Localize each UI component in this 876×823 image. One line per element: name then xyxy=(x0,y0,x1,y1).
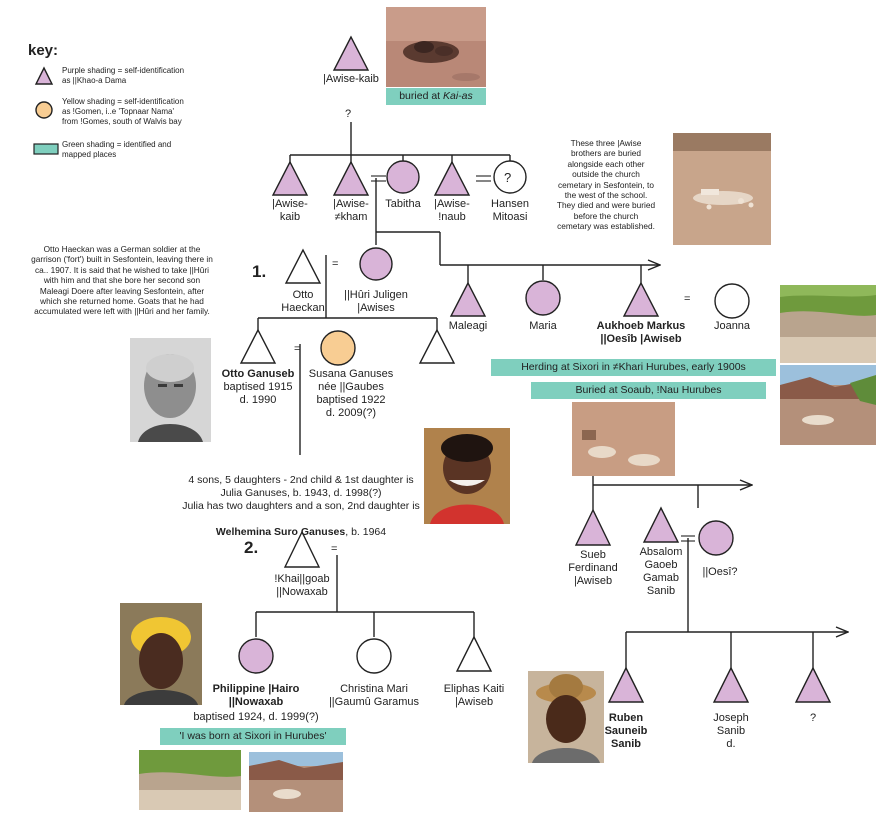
christina-symbol xyxy=(356,638,392,674)
awise-kaib-top-symbol xyxy=(332,35,370,71)
philippine-dates: baptised 1924, d. 1999(?) xyxy=(193,711,319,723)
christina-label: Christina Mari ||Gaumû Garamus xyxy=(328,683,420,708)
welhemina-name: Welhemina Suro Ganuses xyxy=(215,526,346,538)
joanna-label: Joanna xyxy=(713,320,751,332)
aukhoeb-joanna-marriage-mark: = xyxy=(684,293,691,305)
photo-sixori-born-2 xyxy=(249,752,343,812)
hansen-label: Hansen Mitoasi xyxy=(491,198,529,223)
otto-haeckan-symbol xyxy=(284,248,322,284)
generation-one-number: 1. xyxy=(252,262,267,281)
awise-kaib-top-label: |Awise-kaib xyxy=(323,73,379,85)
otto-susana-marriage-mark: = xyxy=(294,343,301,355)
maria-symbol xyxy=(525,280,561,316)
photo-sixori-valley-1 xyxy=(780,285,876,363)
philippine-name: Philippine |Hairo ||Nowaxab xyxy=(212,683,300,708)
otto-haeckan-label: Otto Haeckan xyxy=(281,289,325,314)
oesi-label: ||Oesî? xyxy=(702,566,738,578)
unnamed-son-symbol xyxy=(418,328,456,364)
eliphas-symbol xyxy=(455,635,493,672)
ruben-symbol xyxy=(607,666,645,703)
children-note: 4 sons, 5 daughters - 2nd child & 1st da… xyxy=(180,461,422,539)
tag-herding-sixori: Herding at Sixori in ≠Khari Hurubes, ear… xyxy=(491,359,776,376)
children-note-text: 4 sons, 5 daughters - 2nd child & 1st da… xyxy=(182,474,420,512)
generation-two-number: 2. xyxy=(244,538,259,557)
awise-kaib-symbol xyxy=(271,160,309,196)
photo-soaub-graves xyxy=(572,402,675,476)
photo-sixori-born-1 xyxy=(139,750,241,810)
key-yellow-label: Yellow shading = self-identification as … xyxy=(62,97,184,126)
haeckan-huri-marriage-mark: = xyxy=(332,258,339,270)
key-yellow-circle xyxy=(35,101,53,119)
key-title: key: xyxy=(28,42,59,59)
tag-buried-soaub: Buried at Soaub, !Nau Hurubes xyxy=(531,382,766,399)
key-purple-triangle xyxy=(34,66,54,85)
awise-naub-label: |Awise- !naub xyxy=(434,198,470,223)
tag-buried-kaias: buried at Kai-as xyxy=(386,88,486,105)
oesi-symbol xyxy=(698,520,734,556)
awise-kaib-label: |Awise- kaib xyxy=(272,198,308,223)
key-green-swatch xyxy=(33,143,59,155)
otto-ganuseb-symbol xyxy=(239,328,277,364)
joanna-symbol xyxy=(714,283,750,319)
absalom-label: Absalom Gaoeb Gamab Sanib xyxy=(639,546,683,597)
tabitha-label: Tabitha xyxy=(385,198,421,210)
welhemina-birth: , b. 1964 xyxy=(345,526,387,538)
unknown-child-label: ? xyxy=(809,712,817,724)
tabitha-symbol xyxy=(386,160,420,194)
photo-brothers-graves xyxy=(673,133,771,245)
eliphas-label: Eliphas Kaiti |Awiseb xyxy=(443,683,505,708)
key-purple-label: Purple shading = self-identification as … xyxy=(62,66,185,85)
maleagi-label: Maleagi xyxy=(448,320,488,332)
huri-label: ||Hûri Juligen |Awises xyxy=(344,289,408,314)
unknown-child-symbol xyxy=(794,666,832,703)
philippine-symbol xyxy=(238,638,274,674)
otto-ganuseb-dates: baptised 1915 d. 1990 xyxy=(223,381,293,406)
photo-sixori-valley-2 xyxy=(780,365,876,445)
aukhoeb-label: Aukhoeb Markus ||Oesîb |Awiseb xyxy=(596,320,686,345)
awise-naub-symbol xyxy=(433,160,471,196)
sueb-symbol xyxy=(574,508,612,546)
khaiigoab-marriage-mark: = xyxy=(331,543,338,555)
brothers-note: These three |Awise brothers are buried a… xyxy=(556,138,656,232)
kinship-symbols xyxy=(33,35,832,703)
maria-label: Maria xyxy=(529,320,557,332)
susana-symbol xyxy=(320,330,356,366)
susana-label: Susana Ganuses née ||Gaubes baptised 192… xyxy=(308,368,394,419)
key-green-label: Green shading = identified and mapped pl… xyxy=(62,140,172,159)
unknown-link-mark: ? xyxy=(345,108,352,120)
hansen-symbol xyxy=(493,160,527,194)
joseph-label: Joseph Sanib d. xyxy=(713,712,749,750)
photo-stone-cairn xyxy=(386,7,486,87)
otto-ganuseb-name: Otto Ganuseb xyxy=(221,368,295,380)
joseph-symbol xyxy=(712,666,750,703)
maleagi-symbol xyxy=(449,281,487,317)
huri-symbol xyxy=(359,247,393,281)
awise-kham-label: |Awise- ≠kham xyxy=(333,198,369,223)
portrait-philippine xyxy=(120,603,202,705)
khaiigoab-label: !Khai||goab ||Nowaxab xyxy=(274,573,330,598)
tag-born-sixori: 'I was born at Sixori in Hurubes' xyxy=(160,728,346,745)
absalom-symbol xyxy=(642,506,680,543)
khaiigoab-symbol xyxy=(283,530,321,568)
portrait-welhemina xyxy=(424,428,510,524)
portrait-otto-ganuseb xyxy=(130,338,211,442)
hansen-unknown-mark: ? xyxy=(504,170,512,185)
aukhoeb-symbol xyxy=(622,281,660,317)
sueb-label: Sueb Ferdinand |Awiseb xyxy=(568,549,618,587)
awise-kham-symbol xyxy=(332,160,370,196)
haeckan-note: Otto Haeckan was a German soldier at the… xyxy=(31,244,213,317)
ruben-label: Ruben Sauneib Sanib xyxy=(604,712,648,750)
portrait-ruben xyxy=(528,671,604,763)
